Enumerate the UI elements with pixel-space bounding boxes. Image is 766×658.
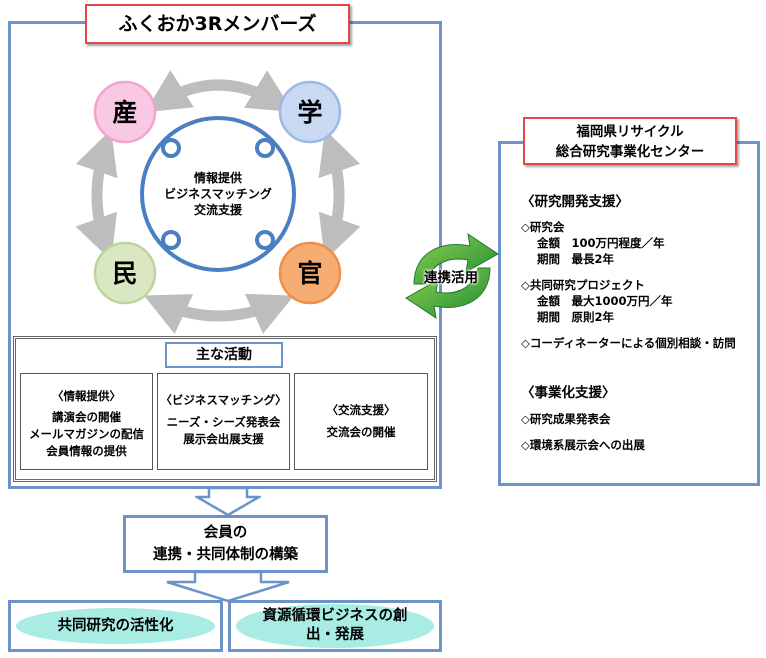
center-line-3: 交流支援 (194, 202, 243, 217)
down-arrow-2 (166, 571, 290, 603)
activity-line: 展示会出展支援 (183, 432, 264, 446)
support-item-detail: 金額 最大1000万円／年 (537, 294, 673, 308)
support-item-title: ◇研究会 (521, 220, 565, 234)
arrow-academia-government (318, 129, 361, 261)
center-line-1: 情報提供 (194, 170, 242, 185)
support-item-detail: 期間 原則2年 (537, 310, 615, 324)
sector-industry-circle (93, 80, 157, 144)
activity-title: 〈ビジネスマッチング〉 (160, 393, 287, 407)
down-arrow-1 (195, 487, 261, 517)
result-label: 共同研究の活性化 (57, 618, 174, 634)
title-box: ふくおか3Rメンバーズ (85, 4, 350, 44)
link-label: 連携活用 (424, 270, 478, 286)
result-label: 資源循環ビジネスの創出・発展 (262, 608, 408, 643)
recycle-center-name-line: 福岡県リサイクル (576, 124, 684, 140)
sector-government-circle (278, 241, 342, 305)
arrow-citizen-government (144, 293, 295, 335)
center-line-2: ビジネスマッチング (164, 186, 272, 201)
recycle-center-name-box: 福岡県リサイクル 総合研究事業化センター (523, 117, 737, 165)
result-joint-research: 共同研究の活性化 (16, 608, 215, 644)
outcome-box: 会員の 連携・共同体制の構築 (123, 515, 328, 573)
section-heading: 〈研究開発支援〉 (521, 194, 629, 210)
recycle-center-name-line: 総合研究事業化センター (555, 144, 705, 160)
outcome-line: 会員の (203, 525, 248, 541)
page-title: ふくおか3Rメンバーズ (118, 13, 317, 35)
sector-citizen-label: 民 (112, 259, 137, 288)
activity-box-info: 〈情報提供〉 講演会の開催 メールマガジンの配信 会員情報の提供 (20, 373, 153, 470)
activity-line: 交流会の開催 (326, 425, 396, 439)
activity-line: メールマガジンの配信 (29, 427, 144, 441)
support-item-detail: 期間 最長2年 (537, 252, 615, 266)
ring-knob-nw (161, 138, 181, 158)
activities-heading: 主な活動 (196, 347, 252, 363)
activity-box-exchange: 〈交流支援〉 交流会の開催 (294, 373, 428, 470)
sector-government-label: 官 (297, 259, 322, 288)
arrow-industry-academia (144, 70, 294, 113)
ring-knob-ne (255, 138, 275, 158)
sector-academia-label: 学 (297, 98, 322, 127)
support-item-title: ◇コーディネーターによる個別相談・訪問 (521, 336, 736, 350)
support-item-title: ◇研究成果発表会 (521, 412, 611, 426)
sector-academia-circle (278, 80, 342, 144)
support-item-detail: 金額 100万円程度／年 (537, 236, 665, 250)
sector-citizen-circle (93, 241, 157, 305)
activities-panel (13, 336, 437, 482)
result-recycling-business: 資源循環ビジネスの創出・発展 (236, 604, 434, 648)
support-item-title: ◇共同研究プロジェクト (521, 278, 645, 292)
activity-title: 〈交流支援〉 (326, 403, 396, 417)
link-arrow-upper (413, 232, 499, 285)
activities-heading-box: 主な活動 (165, 342, 283, 368)
sector-industry-label: 産 (112, 98, 137, 127)
activity-box-matching: 〈ビジネスマッチング〉 ニーズ・シーズ発表会 展示会出展支援 (157, 373, 290, 470)
center-ring (140, 116, 296, 272)
link-arrows (405, 232, 499, 320)
outcome-line: 連携・共同体制の構築 (153, 547, 298, 563)
activity-line: 講演会の開催 (52, 410, 121, 424)
section-heading: 〈事業化支援〉 (521, 385, 616, 401)
ring-knob-se (255, 230, 275, 250)
activity-line: 会員情報の提供 (46, 444, 127, 458)
activity-line: ニーズ・シーズ発表会 (166, 415, 281, 429)
link-arrow-lower (405, 267, 491, 320)
support-item-title: ◇環境系展示会への出展 (521, 438, 645, 452)
activity-title: 〈情報提供〉 (52, 389, 121, 403)
recycle-center-frame (498, 141, 760, 486)
ring-knob-sw (161, 230, 181, 250)
arrow-industry-citizen (75, 129, 118, 261)
cycle-diagram: 産 学 民 官 情報提供 ビジネスマッチング 交流支援 (75, 70, 361, 335)
recycle-center-content: 〈研究開発支援〉 ◇研究会 金額 100万円程度／年 期間 最長2年 ◇共同研究… (521, 190, 757, 453)
